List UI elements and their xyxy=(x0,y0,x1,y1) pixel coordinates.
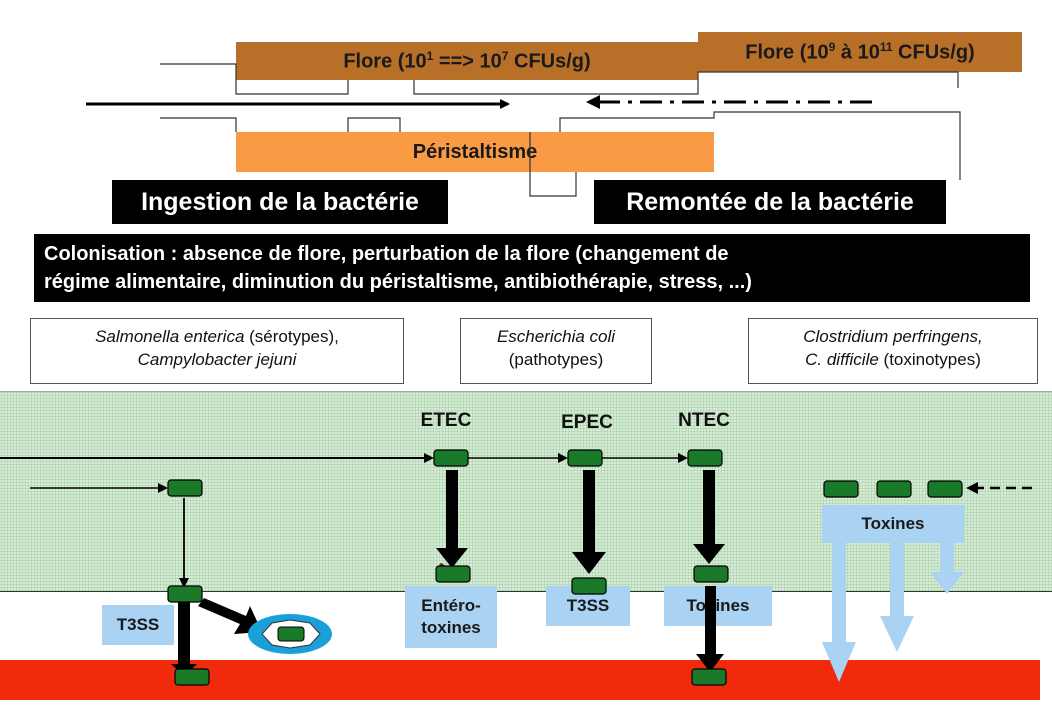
flore-high-bar: Flore (109 à 1011 CFUs/g) xyxy=(698,32,1022,72)
colonisation-line-2: régime alimentaire, diminution du périst… xyxy=(44,271,752,293)
remontee-arrowhead xyxy=(586,95,600,109)
bacterium-epec-attached xyxy=(571,577,607,595)
ingestion-label: Ingestion de la bactérie xyxy=(141,187,419,216)
ntec-down-arrow xyxy=(693,470,725,564)
intestine-wall-top xyxy=(160,63,959,95)
ntec-label: NTEC xyxy=(678,410,730,431)
ntec-invasion-arrow xyxy=(696,586,724,672)
bacterium-salmonella-epithelium xyxy=(167,585,203,603)
peristaltisme-bar: Péristaltisme xyxy=(236,132,714,172)
epec-label: EPEC xyxy=(561,412,613,433)
bacterium-salmonella-blood xyxy=(174,668,210,686)
epec-down-arrow xyxy=(572,470,606,574)
bacterium-etec-attached xyxy=(435,565,471,583)
bacterium-clostridium-3 xyxy=(927,480,963,498)
mucosa-area xyxy=(0,391,1052,591)
toxin-arrow-long xyxy=(822,543,856,682)
toxin-arrow-mid xyxy=(880,543,914,652)
toxin-arrow-short xyxy=(930,543,964,594)
clostridium-box: Clostridium perfringens, C. difficile (t… xyxy=(748,318,1038,384)
bacterium-etec-lumen xyxy=(433,449,469,467)
ingestion-box: Ingestion de la bactérie xyxy=(112,180,448,224)
ecoli-name: Escherichia coli xyxy=(496,327,616,346)
remontee-box: Remontée de la bactérie xyxy=(594,180,946,224)
bacterium-ntec-blood xyxy=(691,668,727,686)
colonisation-line-1: Colonisation : absence de flore, perturb… xyxy=(44,243,729,265)
bacterium-epec-lumen xyxy=(567,449,603,467)
enterotoxines-label: Entéro-toxines xyxy=(405,586,497,648)
flore-low-label: Flore (101 ==> 107 CFUs/g) xyxy=(343,48,591,73)
mucosa-bottom-line xyxy=(0,591,1052,592)
campylobacter-name: Campylobacter jejuni xyxy=(137,350,297,369)
salmonella-campylobacter-box: Salmonella enterica (sérotypes), Campylo… xyxy=(30,318,404,384)
toxines-label-clostridium: Toxines xyxy=(822,505,964,543)
salmonella-macrophage-arrow xyxy=(198,598,262,634)
intestine-wall-bottom xyxy=(160,111,961,197)
ecoli-box: Escherichia coli (pathotypes) xyxy=(460,318,652,384)
bacterium-clostridium-2 xyxy=(876,480,912,498)
pathotypes-label: (pathotypes) xyxy=(508,350,604,369)
salmonella-name: Salmonella enterica xyxy=(95,327,245,346)
difficile-name: C. difficile xyxy=(805,350,879,369)
colonisation-box: Colonisation : absence de flore, perturb… xyxy=(34,234,1030,302)
bacterium-ntec-attached xyxy=(693,565,729,583)
bacterium-clostridium-1 xyxy=(823,480,859,498)
clostridium-name: Clostridium perfringens, xyxy=(803,327,983,346)
salmonella-invasion-arrow xyxy=(171,600,197,676)
blood-vessel-bar xyxy=(0,660,1040,700)
flore-high-label: Flore (109 à 1011 CFUs/g) xyxy=(745,39,975,64)
mucosa-top-line xyxy=(0,391,1052,392)
bacterium-salmonella-lumen xyxy=(167,479,203,497)
bacterium-intracellular xyxy=(277,626,305,642)
bacterium-ntec-lumen xyxy=(687,449,723,467)
etec-down-arrow xyxy=(436,470,468,568)
remontee-label: Remontée de la bactérie xyxy=(626,187,914,216)
clostridium-arrowhead xyxy=(966,482,978,494)
flore-low-bar: Flore (101 ==> 107 CFUs/g) xyxy=(236,42,698,80)
peristaltisme-label: Péristaltisme xyxy=(412,140,538,163)
t3ss-label-left: T3SS xyxy=(102,605,174,645)
toxines-label-ntec: Toxines xyxy=(664,586,772,626)
etec-label: ETEC xyxy=(420,410,472,431)
